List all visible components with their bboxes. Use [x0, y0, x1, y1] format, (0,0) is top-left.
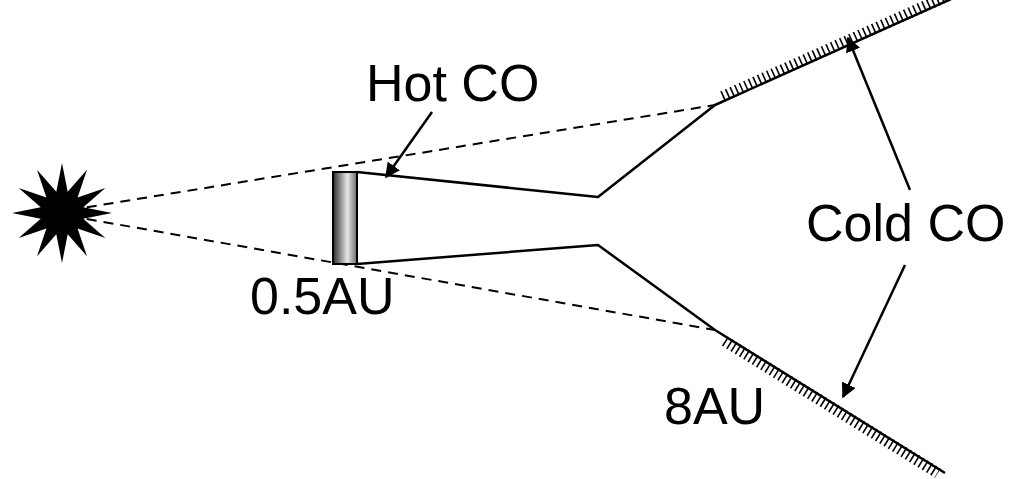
pointer-arrow: [843, 265, 905, 397]
pointer-arrow: [848, 38, 910, 190]
region-label: Hot CO: [366, 57, 539, 109]
surface-hatching: [723, 0, 958, 97]
hot-rim: [333, 172, 357, 264]
pointer-arrow: [386, 112, 432, 177]
star-symbol: [12, 163, 112, 263]
disk-surface: [357, 245, 945, 473]
dashed-ray: [70, 105, 715, 210]
region-label: Cold CO: [806, 197, 1005, 249]
distance-label: 0.5AU: [250, 270, 395, 322]
dashed-ray: [70, 216, 715, 330]
distance-label: 8AU: [664, 380, 765, 432]
